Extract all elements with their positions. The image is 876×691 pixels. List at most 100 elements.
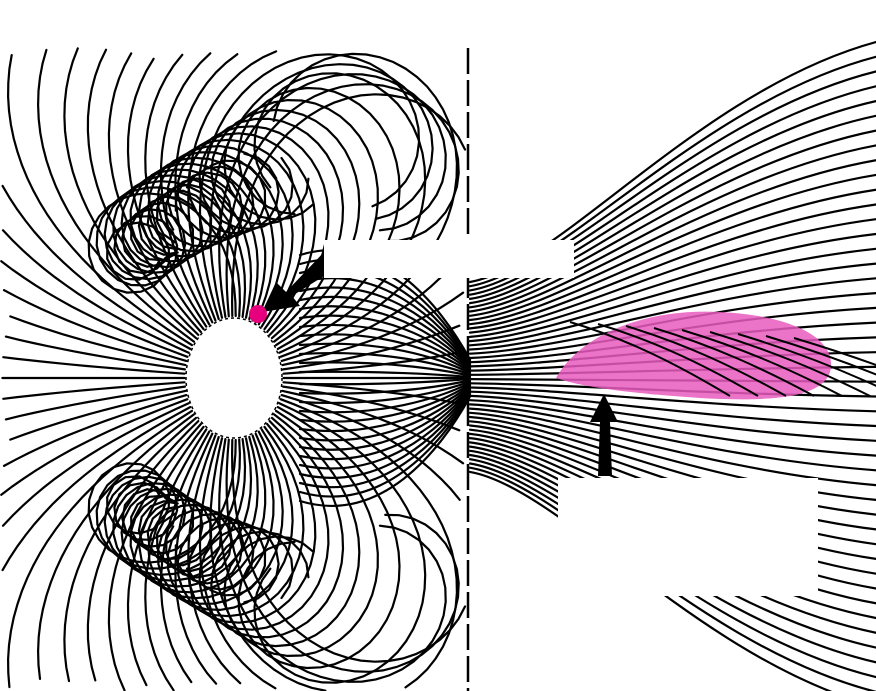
field-line bbox=[298, 305, 472, 451]
field-line bbox=[230, 93, 467, 318]
region-line bbox=[569, 321, 731, 397]
field-line bbox=[9, 389, 187, 441]
field-line bbox=[468, 394, 876, 442]
field-line bbox=[253, 72, 427, 354]
label-box-bottom bbox=[558, 478, 818, 596]
field-line bbox=[4, 385, 186, 421]
field-line bbox=[36, 48, 195, 343]
field-lines bbox=[0, 40, 876, 691]
field-line bbox=[209, 437, 327, 691]
region-line bbox=[737, 333, 876, 387]
field-line bbox=[2, 394, 188, 467]
field-line bbox=[468, 159, 876, 317]
field-line bbox=[468, 390, 876, 428]
field-line bbox=[2, 356, 186, 375]
field-line bbox=[1, 229, 190, 354]
magenta-region bbox=[556, 311, 832, 400]
region-line bbox=[597, 323, 759, 397]
field-line bbox=[468, 399, 876, 457]
field-line bbox=[298, 323, 472, 433]
field-line bbox=[126, 57, 205, 331]
field-line bbox=[468, 403, 876, 472]
field-line bbox=[6, 409, 193, 689]
field-line bbox=[147, 151, 284, 326]
field-line bbox=[138, 432, 275, 600]
field-line bbox=[9, 315, 187, 367]
field-line bbox=[1, 402, 190, 527]
field-line bbox=[279, 398, 459, 689]
field-line bbox=[468, 203, 876, 330]
label-box-top bbox=[324, 240, 574, 278]
field-line bbox=[174, 53, 239, 324]
field-line bbox=[298, 361, 472, 395]
field-line bbox=[112, 437, 253, 582]
field-line bbox=[298, 286, 472, 470]
field-line bbox=[63, 47, 198, 340]
field-line bbox=[468, 188, 876, 326]
field-line bbox=[253, 402, 427, 684]
field-line bbox=[272, 52, 459, 358]
region-hatching bbox=[569, 321, 876, 397]
field-line bbox=[1, 406, 192, 572]
field-line bbox=[230, 438, 467, 663]
field-line bbox=[298, 370, 472, 386]
field-line bbox=[468, 129, 876, 309]
field-line bbox=[174, 432, 218, 685]
field-line bbox=[298, 351, 472, 405]
field-line bbox=[198, 53, 421, 321]
field-line bbox=[198, 435, 277, 690]
field-line bbox=[237, 86, 401, 350]
field-line bbox=[2, 289, 188, 362]
field-line bbox=[138, 156, 275, 324]
field-line bbox=[468, 232, 876, 338]
region-line bbox=[709, 331, 871, 397]
field-line bbox=[468, 262, 876, 347]
field-line bbox=[187, 420, 330, 631]
field-line bbox=[1, 184, 192, 350]
pole-hole bbox=[185, 317, 283, 439]
field-line bbox=[6, 54, 193, 347]
field-line bbox=[468, 218, 876, 334]
field-line bbox=[144, 428, 208, 691]
field-line bbox=[468, 247, 876, 343]
field-line bbox=[63, 416, 198, 683]
field-line bbox=[298, 277, 472, 479]
field-line bbox=[468, 144, 876, 313]
field-line bbox=[120, 435, 259, 588]
field-line bbox=[298, 314, 472, 442]
field-line bbox=[468, 173, 876, 322]
field-line bbox=[468, 277, 876, 351]
field-line bbox=[0, 398, 189, 496]
field-line bbox=[468, 85, 876, 296]
region-line bbox=[765, 335, 876, 376]
arrow-to-region bbox=[590, 394, 618, 476]
field-line bbox=[298, 333, 472, 423]
field-line bbox=[126, 425, 205, 687]
field-line bbox=[223, 98, 379, 347]
field-line bbox=[2, 381, 186, 400]
field-line bbox=[86, 48, 200, 336]
field-line bbox=[166, 138, 305, 331]
magenta-dot bbox=[249, 305, 267, 323]
field-line bbox=[4, 335, 186, 371]
field-line bbox=[218, 438, 447, 683]
field-line bbox=[468, 100, 876, 300]
field-line bbox=[86, 420, 200, 682]
field-line bbox=[298, 295, 472, 461]
arrow-to-dot bbox=[262, 250, 326, 312]
field-line bbox=[0, 260, 189, 358]
region-line bbox=[653, 327, 815, 397]
field-line bbox=[160, 430, 211, 684]
region-line bbox=[681, 329, 843, 397]
field-line bbox=[468, 114, 876, 305]
region-line bbox=[793, 337, 876, 366]
field-line bbox=[225, 438, 460, 673]
field-line bbox=[36, 413, 195, 680]
field-line bbox=[468, 407, 876, 487]
region-line bbox=[625, 325, 787, 397]
field-line bbox=[187, 434, 242, 685]
field-line bbox=[468, 386, 876, 413]
field-line bbox=[298, 342, 472, 414]
